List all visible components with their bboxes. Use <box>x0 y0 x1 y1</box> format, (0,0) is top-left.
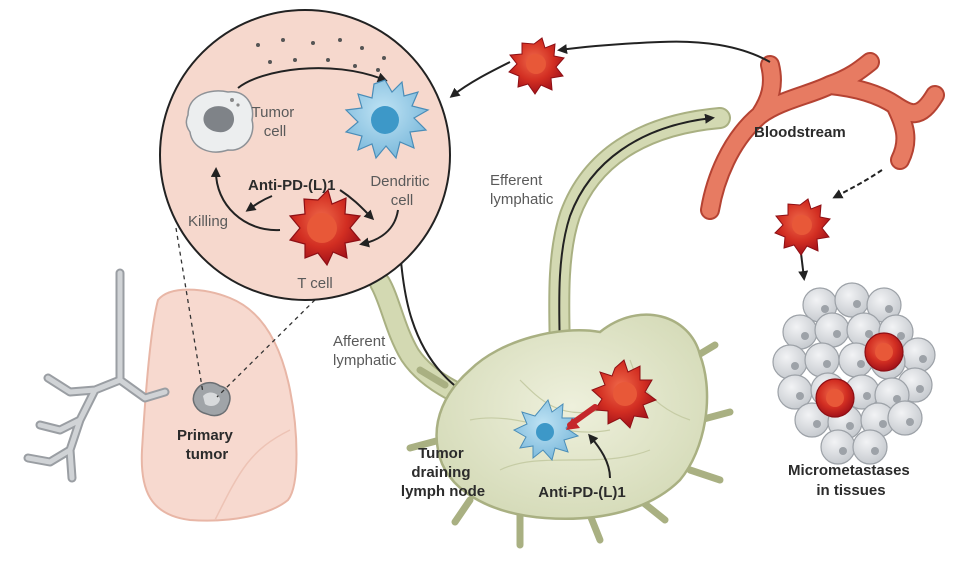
t-cell-circulating-top <box>508 37 565 95</box>
tissue-cell <box>834 282 870 318</box>
primary-tumor-label: Primary tumor <box>177 427 237 463</box>
efferent-lymphatic-label: Efferent lymphatic <box>490 172 554 208</box>
interaction-arrow-head <box>566 418 580 430</box>
anti-pdl1-node-label: Anti-PD-(L)1 <box>538 484 625 501</box>
antigen-transfer-arrow <box>237 67 388 89</box>
bloodstream-label: Bloodstream <box>754 124 846 141</box>
tissue-cell-nucleus <box>863 392 871 400</box>
tissue-cell <box>900 337 936 373</box>
t-cell-circulating-right <box>774 198 831 256</box>
blood-vessel <box>700 52 945 220</box>
tissue-cell-nucleus <box>865 330 873 338</box>
tissue-cell-nucleus <box>796 392 804 400</box>
tumor-cell-inset <box>185 90 254 153</box>
tissue-cell-nucleus <box>919 355 927 363</box>
tumor-cell-label: Tumor cell <box>252 104 299 140</box>
tissue-cell-nucleus <box>897 332 905 340</box>
anti-pdl1-node-arrow <box>588 433 611 479</box>
dendritic-to-tcell-arrow <box>359 209 399 248</box>
tissue-cell-nucleus <box>853 300 861 308</box>
trachea-bronchi <box>23 268 170 483</box>
t-cell-in-tissue-nucleus <box>826 389 844 407</box>
tissue-cell-nucleus <box>879 420 887 428</box>
tissue-cell-nucleus <box>791 362 799 370</box>
tcell-to-inset-arrow <box>449 61 511 98</box>
lymph-node <box>406 313 734 549</box>
tissue-cell-nucleus <box>906 418 914 426</box>
dendritic-cell-inset <box>344 79 430 160</box>
tissue-cell <box>820 429 856 465</box>
zoom-lines <box>175 227 333 398</box>
t-cell-inset <box>288 188 362 267</box>
tissue-cell-nucleus <box>893 395 901 403</box>
tissue-cell-nucleus <box>916 385 924 393</box>
t-cell-lymph-node <box>591 359 658 429</box>
tissue-cell-nucleus <box>871 447 879 455</box>
micrometastases-label: Micrometastases in tissues <box>788 462 914 499</box>
tissue-cell <box>852 429 888 465</box>
anti-pdl1-inset-label: Anti-PD-(L)1 <box>248 177 335 194</box>
anti-pdl1-to-tcell-arrow <box>339 189 375 221</box>
afferent-lymphatic-label: Afferent lymphatic <box>333 333 397 369</box>
bloodstream-to-tcell-arrow <box>557 40 771 63</box>
killing-arrow <box>210 167 281 232</box>
antigen-particles <box>256 38 386 72</box>
tissue-cell-nucleus <box>885 305 893 313</box>
tissue-cell <box>804 342 840 378</box>
tissue-cell <box>814 312 850 348</box>
tissue-cell-nucleus <box>857 360 865 368</box>
anti-pdl1-to-killing-arrow <box>245 195 273 212</box>
micrometastases-tissue <box>772 282 936 465</box>
tissue-cell-nucleus <box>846 422 854 430</box>
tissue-cell <box>782 314 818 350</box>
tissue-cell-nucleus <box>823 360 831 368</box>
t-cell-in-tissue-nucleus <box>875 343 893 361</box>
dendritic-cell-lymph-node <box>512 398 580 462</box>
tissue-cell-nucleus <box>821 305 829 313</box>
efferent-lymphatic-vessel <box>548 107 731 371</box>
t-cell-label: T cell <box>297 275 333 292</box>
tissue-cell <box>772 344 808 380</box>
dendritic-cell-label: Dendritic cell <box>370 173 433 209</box>
lymph-node-label: Tumor draining lymph node <box>401 445 485 500</box>
tissue-cell-nucleus <box>801 332 809 340</box>
primary-tumor-cell <box>192 381 231 417</box>
tissue-cell-nucleus <box>833 330 841 338</box>
tissue-cell-nucleus <box>839 447 847 455</box>
bloodstream-exit-arrow <box>832 169 883 199</box>
tissue-cell-nucleus <box>813 420 821 428</box>
killing-label: Killing <box>188 213 228 230</box>
tissue-cell <box>887 400 923 436</box>
